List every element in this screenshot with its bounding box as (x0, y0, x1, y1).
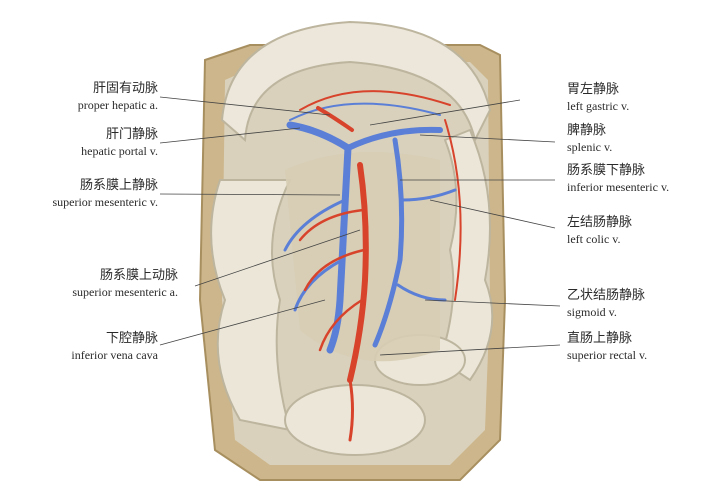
pelvic-loops (284, 384, 426, 456)
leader-sup-mes-artery (194, 229, 361, 287)
leader-lines-left (159, 96, 361, 346)
leader-lines-right (369, 99, 561, 356)
label-en: sigmoid v. (567, 305, 617, 319)
arterial-arcade-top (299, 90, 451, 111)
label-superior-mesenteric-artery: 肠系膜上动脉 superior mesenteric a. (72, 267, 178, 301)
label-left-colic-vein: 左结肠静脉 left colic v. (567, 214, 632, 248)
label-en: inferior vena cava (71, 348, 158, 362)
splenic-vein (345, 126, 443, 151)
label-zh: 直肠上静脉 (567, 331, 633, 346)
label-zh: 左结肠静脉 (567, 215, 633, 230)
sigmoid-vein (396, 283, 447, 302)
label-zh: 下腔静脉 (105, 331, 158, 346)
venous-branch-1 (283, 198, 347, 252)
leader-sigmoid (424, 299, 561, 307)
label-zh: 肝固有动脉 (92, 81, 158, 96)
arterial-arcade-right (444, 119, 462, 301)
label-en: inferior mesenteric v. (567, 180, 670, 194)
label-zh: 胃左静脉 (567, 82, 620, 97)
label-hepatic-portal-vein: 肝门静脉 hepatic portal v. (81, 126, 158, 160)
venous-branch-2 (293, 258, 344, 312)
label-zh: 脾静脉 (567, 123, 607, 138)
label-splenic-vein: 脾静脉 splenic v. (567, 122, 612, 156)
venous-arcade-top (289, 102, 441, 121)
label-zh: 肝门静脉 (105, 127, 158, 142)
label-en: left gastric v. (567, 99, 630, 113)
veins (283, 102, 457, 354)
label-en: hepatic portal v. (81, 144, 158, 158)
arterial-branch-1 (298, 208, 365, 242)
label-en: proper hepatic a. (77, 98, 158, 112)
label-inferior-vena-cava: 下腔静脉 inferior vena cava (71, 330, 158, 364)
label-inferior-mesenteric-vein: 肠系膜下静脉 inferior mesenteric v. (567, 162, 669, 196)
hepatic-portal-vein (286, 121, 352, 152)
arterial-branch-2 (303, 248, 366, 292)
leader-sup-mes-vein (159, 193, 341, 196)
leader-left-colic (429, 199, 556, 229)
superior-mesenteric-artery (347, 162, 369, 383)
leader-sup-rectal (379, 344, 561, 356)
arterial-branch-3 (318, 298, 364, 352)
label-en: splenic v. (567, 140, 613, 154)
proper-hepatic-artery (316, 106, 354, 132)
label-left-gastric-vein: 胃左静脉 left gastric v. (567, 81, 629, 115)
label-en: superior rectal v. (567, 348, 648, 362)
label-proper-hepatic-artery: 肝固有动脉 proper hepatic a. (78, 80, 158, 114)
label-zh: 肠系膜上动脉 (99, 268, 178, 283)
leader-hepatic-portal (159, 127, 301, 144)
superior-mesenteric-vein (326, 144, 352, 354)
label-en: superior mesenteric v. (52, 195, 158, 209)
leader-ivc (159, 299, 326, 346)
left-colic-vein (400, 188, 457, 202)
inferior-mesenteric-vein (372, 137, 405, 348)
label-zh: 肠系膜上静脉 (79, 178, 158, 193)
label-sigmoid-vein: 乙状结肠静脉 sigmoid v. (567, 287, 645, 321)
label-en: superior mesenteric a. (72, 285, 178, 299)
transverse-colon (220, 20, 492, 143)
leader-left-gastric (369, 99, 521, 126)
label-superior-rectal-vein: 直肠上静脉 superior rectal v. (567, 330, 647, 364)
leader-proper-hepatic (159, 96, 331, 116)
label-zh: 乙状结肠静脉 (567, 288, 646, 303)
label-en: left colic v. (567, 232, 621, 246)
arteries (298, 90, 462, 442)
label-zh: 肠系膜下静脉 (567, 163, 646, 178)
leader-splenic (419, 134, 556, 143)
rectal-artery (348, 378, 354, 442)
descending-colon (438, 128, 494, 382)
label-superior-mesenteric-vein: 肠系膜上静脉 superior mesenteric v. (52, 177, 158, 211)
